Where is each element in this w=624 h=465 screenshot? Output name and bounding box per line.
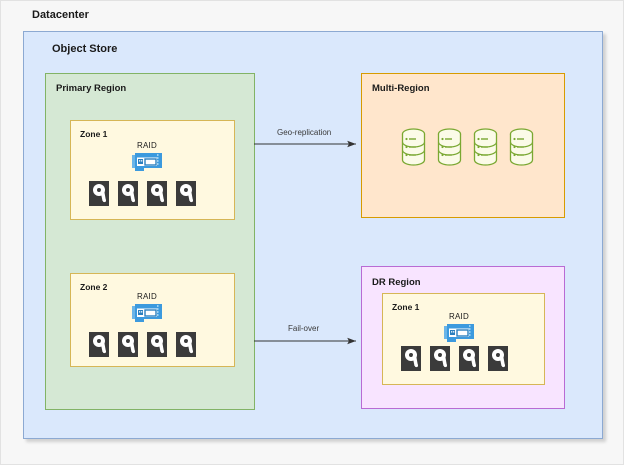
- hard-disk-drive-icon: [488, 346, 508, 371]
- hard-disk-drive-icon: [89, 181, 109, 206]
- geo-replication-arrow[interactable]: [254, 136, 366, 152]
- raid-group-dr-zone-1: RAID: [444, 312, 474, 343]
- zone-title: Zone 1: [80, 129, 108, 139]
- raid-label: RAID: [137, 292, 157, 301]
- zone-title: Zone 1: [392, 302, 420, 312]
- disk-row-primary-zone-1: [89, 181, 196, 206]
- fail-over-label: Fail-over: [288, 324, 320, 333]
- primary-region-title: Primary Region: [56, 83, 127, 94]
- raid-label: RAID: [137, 141, 157, 150]
- database-cylinder-icon: [509, 128, 534, 166]
- fail-over-arrow[interactable]: [254, 333, 366, 349]
- hard-disk-drive-icon: [459, 346, 479, 371]
- raid-controller-card-icon: [132, 153, 162, 172]
- hard-disk-drive-icon: [118, 181, 138, 206]
- hard-disk-drive-icon: [176, 332, 196, 357]
- hard-disk-drive-icon: [430, 346, 450, 371]
- hard-disk-drive-icon: [147, 332, 167, 357]
- zone-title: Zone 2: [80, 282, 108, 292]
- raid-group-primary-zone-1: RAID: [132, 141, 162, 172]
- raid-group-primary-zone-2: RAID: [132, 292, 162, 323]
- database-cylinder-icon: [473, 128, 498, 166]
- raid-controller-card-icon: [444, 324, 474, 343]
- object-store-title: Object Store: [52, 43, 118, 55]
- hard-disk-drive-icon: [89, 332, 109, 357]
- hard-disk-drive-icon: [401, 346, 421, 371]
- hard-disk-drive-icon: [147, 181, 167, 206]
- dr-region-title: DR Region: [372, 277, 421, 288]
- database-cylinder-icon: [437, 128, 462, 166]
- multi-region-title: Multi-Region: [372, 83, 430, 94]
- datacenter-title: Datacenter: [32, 9, 89, 21]
- cylinder-row-multi-region: [401, 128, 534, 166]
- raid-label: RAID: [449, 312, 469, 321]
- raid-controller-card-icon: [132, 304, 162, 323]
- database-cylinder-icon: [401, 128, 426, 166]
- disk-row-dr-zone-1: [401, 346, 508, 371]
- disk-row-primary-zone-2: [89, 332, 196, 357]
- hard-disk-drive-icon: [176, 181, 196, 206]
- geo-replication-label: Geo-replication: [277, 128, 332, 137]
- hard-disk-drive-icon: [118, 332, 138, 357]
